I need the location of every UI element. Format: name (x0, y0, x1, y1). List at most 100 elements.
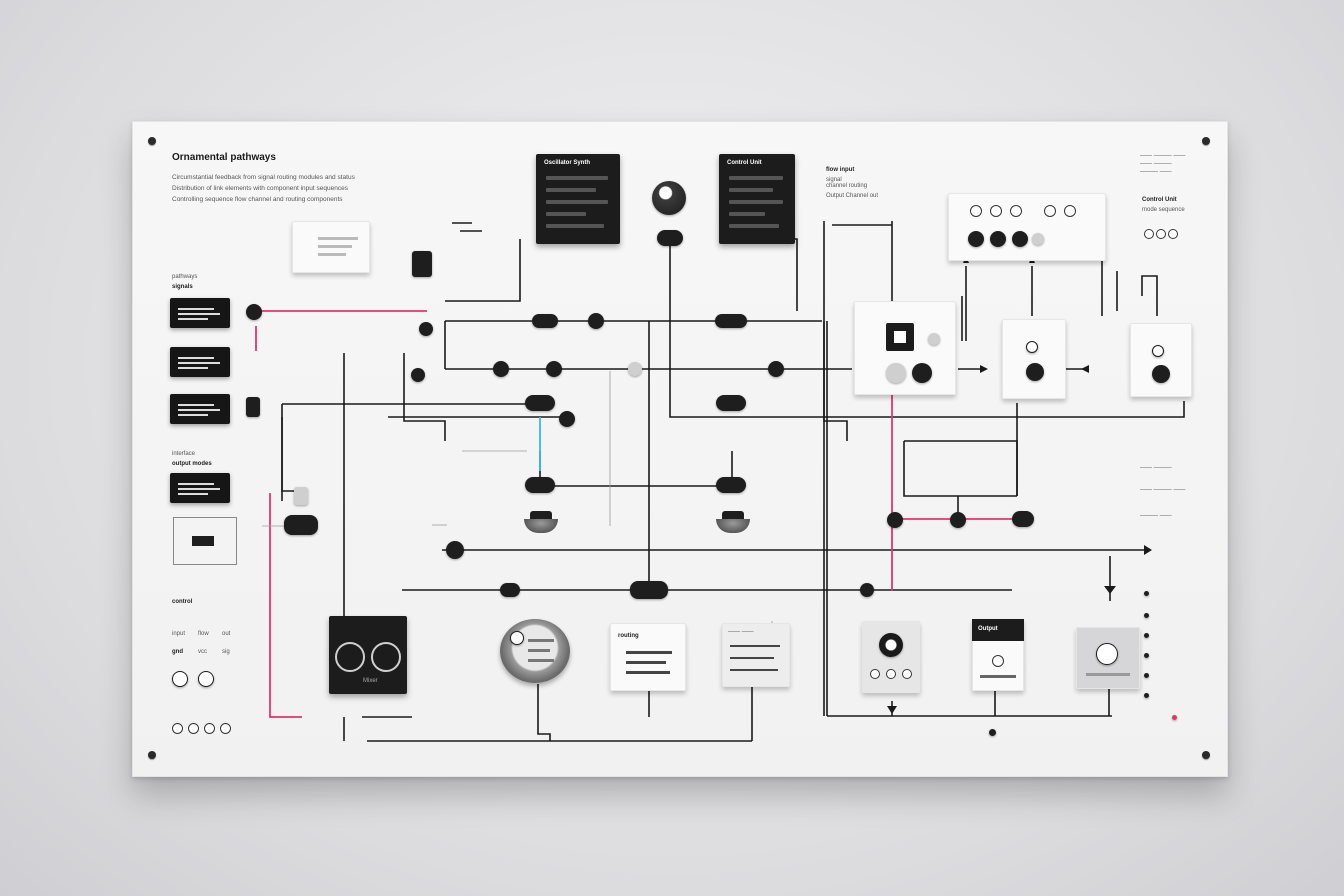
mode-button-icon[interactable] (968, 231, 984, 247)
junction-node[interactable] (525, 477, 555, 493)
oscillator-module[interactable]: Oscillator Synth (536, 154, 620, 244)
mixer-label: Mixer (363, 678, 378, 684)
output-label: Output Channel out (826, 193, 879, 199)
target-icon[interactable] (1064, 205, 1076, 217)
sensor-cup[interactable] (524, 511, 558, 535)
group-b-label: interface (172, 451, 196, 457)
input-block-3[interactable] (170, 394, 230, 424)
junction-node[interactable] (446, 541, 464, 559)
legend-item: flow (198, 631, 209, 637)
sensor-cup[interactable] (716, 511, 750, 535)
junction-node[interactable] (559, 411, 575, 427)
legend-node-icon (172, 671, 188, 687)
junction-node[interactable] (546, 361, 562, 377)
mode-button-icon[interactable] (990, 231, 1006, 247)
toggle-icon[interactable] (1152, 345, 1164, 357)
button-icon[interactable] (902, 669, 912, 679)
junction-node[interactable] (493, 361, 509, 377)
junction-node[interactable] (284, 515, 318, 535)
right-small-text: —— ——— (1140, 161, 1172, 167)
gear-module[interactable] (862, 621, 920, 693)
input-block-1[interactable] (170, 298, 230, 328)
junction-node[interactable] (860, 583, 874, 597)
lens-icon[interactable] (1096, 643, 1118, 665)
junction-node[interactable] (768, 361, 784, 377)
connector-icon[interactable] (294, 487, 308, 505)
mode-button-icon[interactable] (1012, 231, 1028, 247)
button-icon[interactable] (886, 669, 896, 679)
routing-label: channel routing (826, 183, 868, 189)
status-led-icon (928, 333, 940, 345)
clock-icon[interactable] (1010, 205, 1022, 217)
right-mid-text: —— ——— —— (1140, 487, 1186, 493)
junction-node[interactable] (716, 477, 746, 493)
module-title: Control Unit (727, 160, 762, 166)
master-toggle-button[interactable] (652, 181, 686, 215)
legend-small: sig (222, 649, 230, 655)
camera-module[interactable] (1076, 627, 1140, 689)
junction-node[interactable] (419, 322, 433, 336)
cup-icon[interactable] (990, 205, 1002, 217)
routing-card[interactable]: routing (610, 623, 686, 691)
chain-icon (1156, 229, 1166, 239)
display-module[interactable] (854, 301, 956, 395)
junction-node[interactable] (716, 395, 746, 411)
control-unit-module[interactable]: Control Unit (719, 154, 795, 244)
input-block-4[interactable] (170, 473, 230, 503)
knob-icon[interactable] (1026, 363, 1044, 381)
junction-node[interactable] (532, 314, 558, 328)
knob-icon[interactable] (1152, 365, 1170, 383)
link-icon[interactable] (1044, 205, 1056, 217)
junction-node[interactable] (630, 581, 668, 599)
power-button-icon[interactable] (912, 363, 932, 383)
indicator-dot (1144, 613, 1149, 618)
signal-label: signal (826, 177, 842, 183)
junction-node[interactable] (246, 397, 260, 417)
dial-icon[interactable] (886, 363, 906, 383)
switch-card[interactable] (1002, 319, 1066, 399)
output-icon (992, 655, 1004, 667)
junction-node[interactable] (628, 362, 642, 376)
toggle-icon[interactable] (1026, 341, 1038, 353)
junction-node[interactable] (1012, 511, 1034, 527)
module-title: Oscillator Synth (544, 160, 591, 166)
info-card[interactable] (292, 221, 370, 273)
icon-panel[interactable] (948, 193, 1106, 261)
corner-screw (148, 137, 156, 145)
volume-knob[interactable] (335, 642, 365, 672)
junction-node[interactable] (525, 395, 555, 411)
settings-icon[interactable] (970, 205, 982, 217)
gear-icon[interactable] (879, 633, 903, 657)
indicator-dot (1144, 673, 1149, 678)
mixer-module[interactable]: Mixer (329, 616, 407, 694)
routing-card-label: routing (618, 633, 639, 639)
junction-node[interactable] (500, 583, 520, 597)
button-icon[interactable] (870, 669, 880, 679)
mode-button-icon[interactable] (1032, 233, 1044, 245)
wiring-layer (255, 221, 1185, 742)
junction-node[interactable] (657, 230, 683, 246)
legend-icon (172, 723, 183, 734)
switch-card[interactable] (1130, 323, 1192, 397)
gain-knob[interactable] (371, 642, 401, 672)
legend-icon (204, 723, 215, 734)
input-block-2[interactable] (170, 347, 230, 377)
legend-small: gnd (172, 649, 183, 655)
junction-node[interactable] (887, 512, 903, 528)
junction-node[interactable] (246, 304, 262, 320)
group-b-sublabel: output modes (172, 461, 212, 467)
indicator-dot (1144, 591, 1149, 596)
junction-node[interactable] (411, 368, 425, 382)
junction-node (989, 729, 996, 736)
legend-icon (220, 723, 231, 734)
outlined-frame (173, 517, 237, 565)
junction-node[interactable] (715, 314, 747, 328)
legend-node-icon (198, 671, 214, 687)
junction-node[interactable] (950, 512, 966, 528)
signal-card[interactable]: —— —— (722, 623, 790, 687)
junction-node[interactable] (412, 251, 432, 277)
round-speaker[interactable] (500, 619, 570, 683)
junction-node[interactable] (588, 313, 604, 329)
chain-icon (1168, 229, 1178, 239)
output-card[interactable]: Output (972, 619, 1024, 691)
